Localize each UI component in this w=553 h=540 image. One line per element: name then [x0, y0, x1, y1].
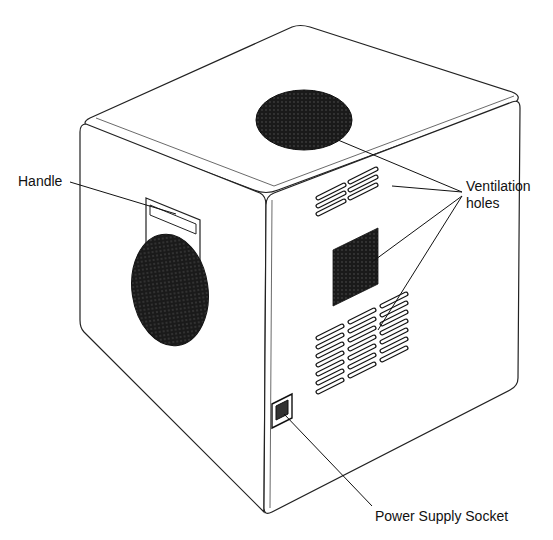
vent-slot	[350, 185, 376, 198]
vent-slot	[318, 201, 344, 214]
leader-line	[392, 186, 462, 192]
vent-slots	[318, 169, 406, 392]
part-label: Handle	[18, 173, 78, 190]
leader-line	[70, 182, 176, 214]
vent-slot	[350, 364, 374, 376]
part-label: Ventilation holes	[466, 178, 550, 212]
handle-grip	[150, 205, 196, 234]
leader-line	[378, 196, 462, 330]
grid-vent	[333, 228, 378, 306]
vent-slot	[318, 380, 342, 392]
leader-line	[338, 140, 462, 192]
vent-slot	[350, 364, 374, 376]
part-label: Power Supply Socket	[375, 508, 545, 525]
vent-slot	[350, 185, 376, 198]
leader-line	[372, 196, 462, 262]
vent-slot	[382, 348, 406, 360]
vent-slot	[318, 201, 344, 214]
leader-line	[284, 414, 372, 506]
side-vent	[125, 229, 216, 350]
vent-slot	[318, 380, 342, 392]
left-face	[80, 124, 266, 512]
right-face	[264, 101, 520, 513]
vent-slot	[382, 348, 406, 360]
edge-highlight	[270, 200, 272, 508]
power-socket	[272, 394, 292, 428]
top-vent	[256, 90, 352, 150]
